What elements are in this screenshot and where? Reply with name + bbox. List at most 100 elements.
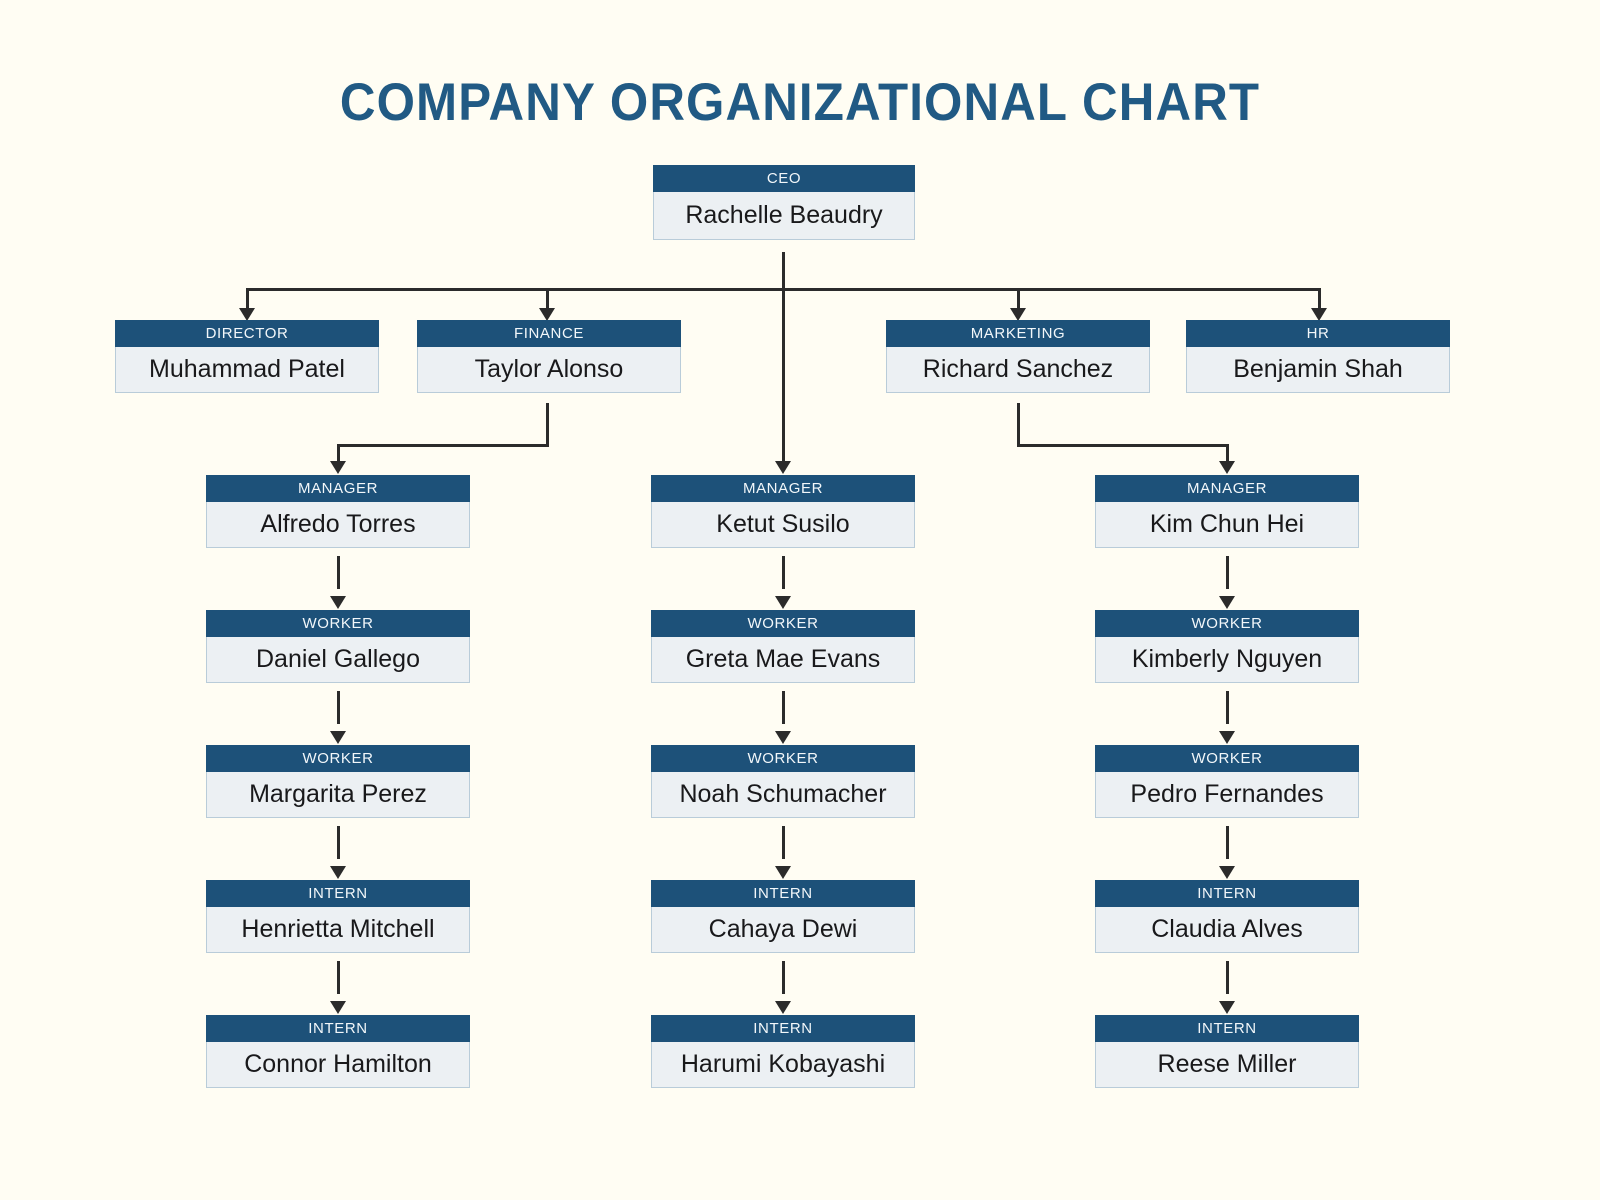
node-person-name: Pedro Fernandes bbox=[1095, 772, 1359, 818]
connector-marketing-down bbox=[1017, 403, 1020, 447]
node-role-label: MANAGER bbox=[651, 475, 915, 502]
node-director[interactable]: DIRECTOR Muhammad Patel bbox=[115, 320, 379, 393]
node-intern-1b[interactable]: INTERN Connor Hamilton bbox=[206, 1015, 470, 1088]
arrowhead-worker-3b bbox=[1219, 731, 1235, 744]
node-role-label: INTERN bbox=[1095, 1015, 1359, 1042]
node-worker-3a[interactable]: WORKER Kimberly Nguyen bbox=[1095, 610, 1359, 683]
node-worker-2a[interactable]: WORKER Greta Mae Evans bbox=[651, 610, 915, 683]
node-intern-1a[interactable]: INTERN Henrietta Mitchell bbox=[206, 880, 470, 953]
connector-finance-to-manager-1 bbox=[337, 444, 340, 463]
node-person-name: Henrietta Mitchell bbox=[206, 907, 470, 953]
node-finance[interactable]: FINANCE Taylor Alonso bbox=[417, 320, 681, 393]
connector-finance-down bbox=[546, 403, 549, 447]
connector-worker1a-to-worker1b bbox=[337, 691, 340, 724]
arrowhead-worker-1a bbox=[330, 596, 346, 609]
node-intern-2b[interactable]: INTERN Harumi Kobayashi bbox=[651, 1015, 915, 1088]
node-person-name: Taylor Alonso bbox=[417, 347, 681, 393]
node-person-name: Richard Sanchez bbox=[886, 347, 1150, 393]
node-role-label: WORKER bbox=[1095, 610, 1359, 637]
node-person-name: Ketut Susilo bbox=[651, 502, 915, 548]
arrowhead-intern-1b bbox=[330, 1001, 346, 1014]
arrowhead-finance bbox=[539, 308, 555, 321]
arrowhead-worker-2b bbox=[775, 731, 791, 744]
node-role-label: WORKER bbox=[651, 610, 915, 637]
connector-intern1a-to-intern1b bbox=[337, 961, 340, 994]
node-person-name: Noah Schumacher bbox=[651, 772, 915, 818]
connector-worker1b-to-intern1a bbox=[337, 826, 340, 859]
node-role-label: DIRECTOR bbox=[115, 320, 379, 347]
node-person-name: Kim Chun Hei bbox=[1095, 502, 1359, 548]
node-role-label: INTERN bbox=[206, 880, 470, 907]
node-manager-3[interactable]: MANAGER Kim Chun Hei bbox=[1095, 475, 1359, 548]
arrowhead-intern-3a bbox=[1219, 866, 1235, 879]
node-person-name: Rachelle Beaudry bbox=[653, 192, 915, 240]
arrowhead-manager-2 bbox=[775, 461, 791, 474]
node-role-label: INTERN bbox=[206, 1015, 470, 1042]
connector-worker3a-to-worker3b bbox=[1226, 691, 1229, 724]
node-role-label: INTERN bbox=[651, 880, 915, 907]
node-role-label: CEO bbox=[653, 165, 915, 192]
node-role-label: HR bbox=[1186, 320, 1450, 347]
connector-ceo-stem bbox=[782, 252, 785, 290]
connector-ceo-to-director bbox=[246, 288, 249, 310]
node-role-label: WORKER bbox=[206, 610, 470, 637]
node-person-name: Greta Mae Evans bbox=[651, 637, 915, 683]
node-role-label: FINANCE bbox=[417, 320, 681, 347]
node-person-name: Muhammad Patel bbox=[115, 347, 379, 393]
node-person-name: Alfredo Torres bbox=[206, 502, 470, 548]
arrowhead-worker-1b bbox=[330, 731, 346, 744]
arrowhead-marketing bbox=[1010, 308, 1026, 321]
node-role-label: MARKETING bbox=[886, 320, 1150, 347]
node-ceo[interactable]: CEO Rachelle Beaudry bbox=[653, 165, 915, 240]
connector-manager3-to-worker3a bbox=[1226, 556, 1229, 589]
connector-marketing-across bbox=[1017, 444, 1229, 447]
arrowhead-director bbox=[239, 308, 255, 321]
arrowhead-worker-2a bbox=[775, 596, 791, 609]
arrowhead-worker-3a bbox=[1219, 596, 1235, 609]
node-role-label: MANAGER bbox=[1095, 475, 1359, 502]
node-person-name: Benjamin Shah bbox=[1186, 347, 1450, 393]
connector-ceo-to-manager-2 bbox=[782, 288, 785, 463]
connector-manager1-to-worker1a bbox=[337, 556, 340, 589]
node-intern-3b[interactable]: INTERN Reese Miller bbox=[1095, 1015, 1359, 1088]
node-role-label: WORKER bbox=[206, 745, 470, 772]
node-worker-2b[interactable]: WORKER Noah Schumacher bbox=[651, 745, 915, 818]
node-person-name: Margarita Perez bbox=[206, 772, 470, 818]
connector-ceo-to-marketing bbox=[1017, 288, 1020, 310]
node-worker-1b[interactable]: WORKER Margarita Perez bbox=[206, 745, 470, 818]
node-person-name: Kimberly Nguyen bbox=[1095, 637, 1359, 683]
connector-worker2a-to-worker2b bbox=[782, 691, 785, 724]
node-manager-2[interactable]: MANAGER Ketut Susilo bbox=[651, 475, 915, 548]
arrowhead-intern-2b bbox=[775, 1001, 791, 1014]
connector-ceo-to-hr bbox=[1318, 288, 1321, 310]
connector-ceo-to-finance bbox=[546, 288, 549, 310]
connector-intern3a-to-intern3b bbox=[1226, 961, 1229, 994]
node-worker-3b[interactable]: WORKER Pedro Fernandes bbox=[1095, 745, 1359, 818]
node-hr[interactable]: HR Benjamin Shah bbox=[1186, 320, 1450, 393]
connector-worker3b-to-intern3a bbox=[1226, 826, 1229, 859]
connector-finance-across bbox=[337, 444, 549, 447]
node-intern-2a[interactable]: INTERN Cahaya Dewi bbox=[651, 880, 915, 953]
arrowhead-intern-2a bbox=[775, 866, 791, 879]
arrowhead-hr bbox=[1311, 308, 1327, 321]
connector-intern2a-to-intern2b bbox=[782, 961, 785, 994]
arrowhead-manager-1 bbox=[330, 461, 346, 474]
node-person-name: Connor Hamilton bbox=[206, 1042, 470, 1088]
node-person-name: Reese Miller bbox=[1095, 1042, 1359, 1088]
node-person-name: Cahaya Dewi bbox=[651, 907, 915, 953]
node-role-label: WORKER bbox=[651, 745, 915, 772]
node-intern-3a[interactable]: INTERN Claudia Alves bbox=[1095, 880, 1359, 953]
page-title: COMPANY ORGANIZATIONAL CHART bbox=[339, 73, 1261, 132]
node-role-label: INTERN bbox=[651, 1015, 915, 1042]
arrowhead-manager-3 bbox=[1219, 461, 1235, 474]
node-manager-1[interactable]: MANAGER Alfredo Torres bbox=[206, 475, 470, 548]
node-worker-1a[interactable]: WORKER Daniel Gallego bbox=[206, 610, 470, 683]
node-role-label: INTERN bbox=[1095, 880, 1359, 907]
connector-marketing-to-manager-3 bbox=[1226, 444, 1229, 463]
node-marketing[interactable]: MARKETING Richard Sanchez bbox=[886, 320, 1150, 393]
node-person-name: Daniel Gallego bbox=[206, 637, 470, 683]
node-role-label: WORKER bbox=[1095, 745, 1359, 772]
arrowhead-intern-3b bbox=[1219, 1001, 1235, 1014]
connector-worker2b-to-intern2a bbox=[782, 826, 785, 859]
